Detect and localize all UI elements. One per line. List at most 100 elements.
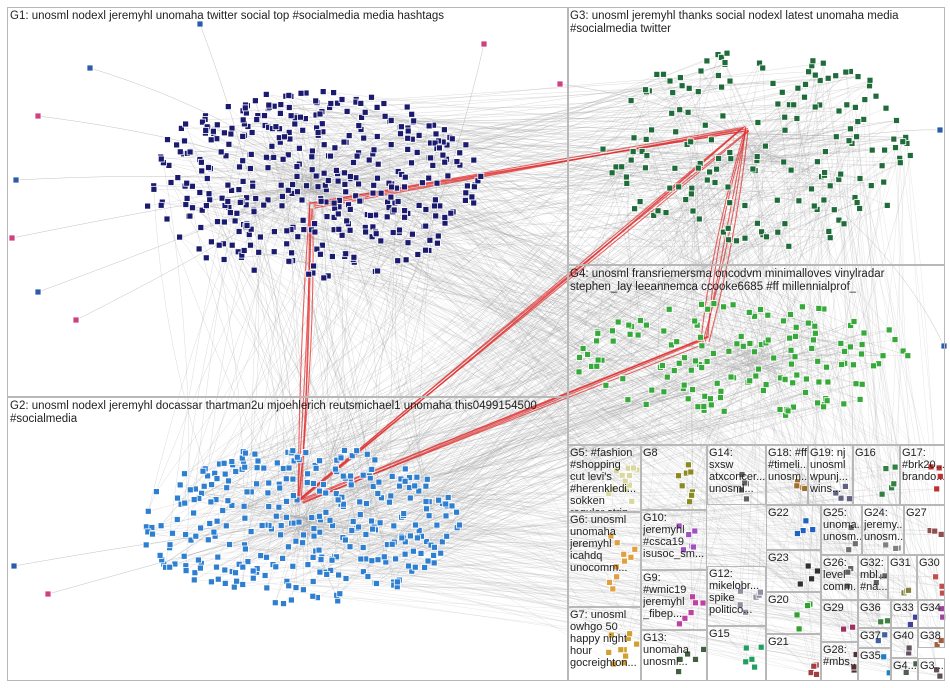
outlier-node [480,40,488,48]
node-g1 [353,152,361,160]
edge [202,121,854,366]
edge [768,108,887,156]
edge [729,202,761,593]
edge [721,87,879,641]
node-g1 [214,218,221,226]
edge [344,353,714,479]
edge [399,485,747,649]
edge [405,176,822,470]
edge [288,100,632,547]
edge [356,450,618,543]
edge [745,160,762,662]
edge [288,585,760,596]
edge [286,581,940,677]
edge [360,199,856,544]
edge [244,135,313,176]
edge [825,151,886,576]
edge [202,471,630,634]
edge [660,231,724,368]
edge [246,191,310,205]
edge [319,144,392,492]
edge [389,342,766,503]
edge [384,556,814,667]
node-g1 [332,166,340,174]
edge [674,168,842,365]
edge [302,164,460,194]
node-g1 [373,104,381,111]
node-g1 [328,253,336,260]
node-g1 [425,122,433,130]
edge [707,179,781,379]
edge [367,389,652,577]
edge [288,95,863,345]
edge [375,271,721,392]
edge [210,168,683,486]
edge [743,350,792,360]
edge [840,174,883,495]
edge [373,185,809,324]
edge [192,207,942,535]
edge [252,132,874,367]
edge [314,223,712,406]
node-g1 [176,233,184,241]
edge [764,136,837,142]
edge [211,484,300,519]
node-g1 [380,100,388,107]
edge [671,113,917,664]
edge [177,177,931,531]
edge [260,555,936,577]
edge [391,120,647,156]
edge [241,469,293,531]
edge [700,70,757,143]
edge [395,260,430,516]
edge [245,543,856,550]
edge [747,363,792,365]
edge [294,123,321,176]
edge [419,530,942,641]
outlier-node [196,20,204,28]
group-label-g14: G14: sxsw atxconcer... unosml... [709,447,765,495]
edge [448,344,762,498]
group-label-g2: G2: unosml nodexl jeremyhl docassar thar… [10,400,537,425]
edge [184,140,603,361]
edge [399,579,916,664]
edge [320,201,394,586]
edge [245,353,862,550]
edge [190,152,316,176]
edge [751,354,794,408]
edge [340,71,851,505]
edge [275,250,426,603]
edge [292,478,631,558]
edge [338,229,818,572]
node-g1 [427,154,435,162]
edge [459,164,724,307]
edge [752,365,874,370]
node-g1 [377,189,385,197]
edge [602,148,907,673]
edge [407,213,746,662]
node-g1 [183,194,191,202]
edge [292,260,841,344]
edge [326,574,890,673]
edge [224,183,627,206]
edge [232,532,304,572]
edge [339,57,722,594]
edge [697,353,750,407]
node-g1 [205,190,213,198]
edge [293,64,726,496]
edge [223,259,344,477]
edge [906,143,932,467]
node-g1 [239,132,247,140]
edge [427,560,696,660]
node-g1 [235,228,243,235]
edge [761,110,840,150]
edge [699,163,730,352]
edge [344,351,845,451]
edge [404,168,675,218]
edge [308,183,418,255]
edge [195,126,249,490]
edge [474,184,801,585]
edge [425,183,627,210]
edge [210,168,872,186]
edge [375,271,943,594]
